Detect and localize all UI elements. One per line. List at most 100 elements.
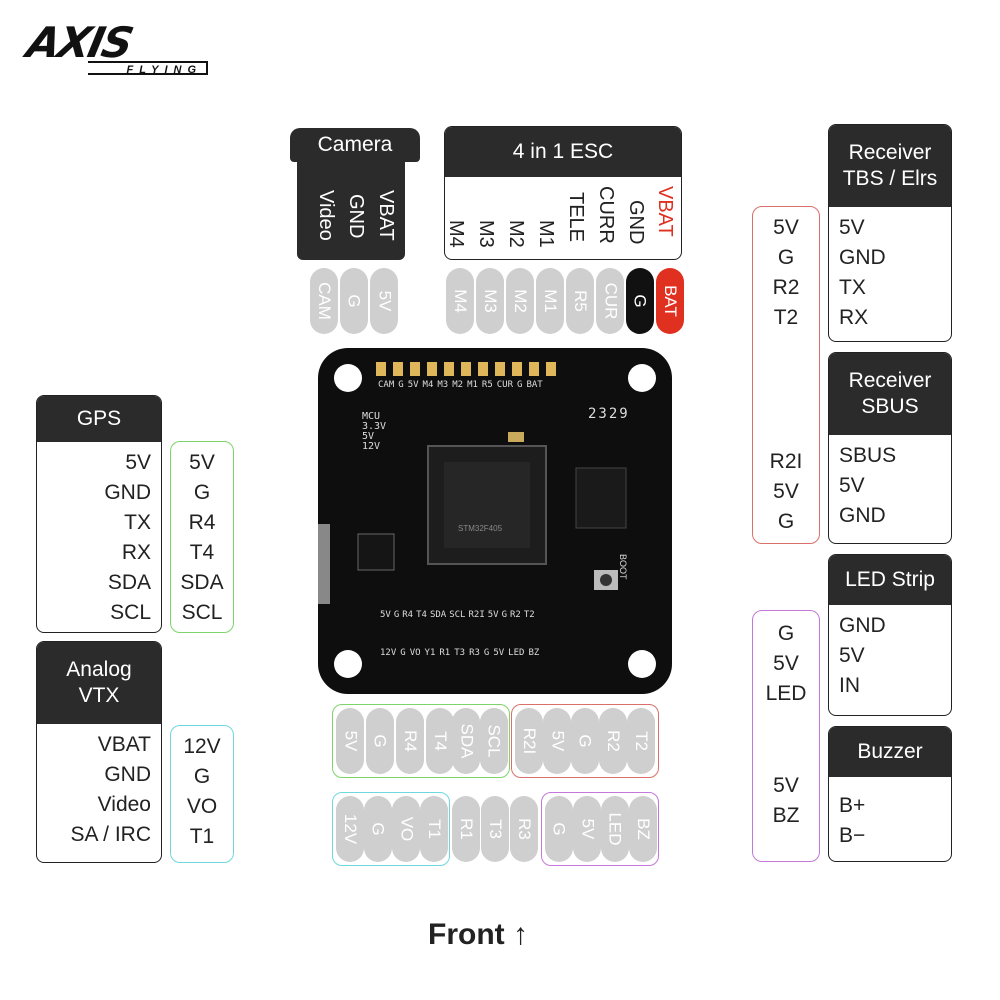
bottom-pin-r4: R4 (396, 708, 424, 774)
board-top-pads (376, 362, 626, 376)
bottom-pin-5v: 5V (336, 708, 364, 774)
bottom-pin-12v: 12V (336, 796, 364, 862)
bottom-frame-purple (541, 792, 659, 866)
bottom-pin-t3: T3 (481, 796, 509, 862)
board-top-pad (512, 362, 522, 376)
board-top-pad (529, 362, 539, 376)
bottom-pin-scl: SCL (480, 708, 508, 774)
bottom-pin-sda: SDA (452, 708, 480, 774)
esc-label-m3: M3 (475, 220, 497, 248)
esc-pin-m2: M2 (506, 268, 534, 334)
bottom-pin-led: LED (601, 796, 629, 862)
gps-labels: 5V GND TX RX SDA SCL (37, 442, 161, 632)
buzzer-labels: B+ B− (829, 777, 951, 857)
esc-label-m2: M2 (505, 220, 527, 248)
esc-pin-m4: M4 (446, 268, 474, 334)
bottom-pin-t4: T4 (426, 708, 454, 774)
gps-box: GPS 5V GND TX RX SDA SCL (36, 395, 162, 633)
esc-header: 4 in 1 ESC (445, 127, 681, 177)
esc-pin-g: G (626, 268, 654, 334)
led-pad-5v: 5V (773, 652, 799, 675)
bottom-pin-r2: R2 (599, 708, 627, 774)
buzzer-header: Buzzer (829, 727, 951, 777)
bottom-pin-bz: BZ (629, 796, 657, 862)
camera-label-gnd: GND (345, 194, 367, 239)
rx-pad-g: G (777, 246, 795, 269)
bottom-pin-r3: R3 (510, 796, 538, 862)
board-top-pad (546, 362, 556, 376)
rx-pad-frame: 5V G R2 T2 R2I 5V G (752, 206, 820, 544)
esc-label-curr: CURR (595, 186, 617, 244)
bottom-frame-green (332, 704, 510, 778)
vtx-pad-vo: VO (186, 795, 218, 818)
buzzer-label-bminus: B− (839, 824, 866, 847)
rx-pad-r2i: R2I (769, 450, 803, 473)
bottom-pin-led-g: G (545, 796, 573, 862)
camera-label-video: Video (315, 190, 337, 241)
rx-sbus-labels: SBUS 5V GND (829, 435, 951, 537)
gps-pad-frame: 5V G R4 T4 SDA SCL (170, 441, 234, 633)
gps-pad-g: G (193, 481, 211, 504)
gps-header: GPS (37, 396, 161, 442)
board-top-pad (393, 362, 403, 376)
rx-pad-sbus-g: G (777, 510, 795, 533)
gps-pad-scl: SCL (181, 601, 223, 624)
esc-label-m1: M1 (535, 220, 557, 248)
camera-label-vbat: VBAT (375, 190, 397, 241)
led-pad-led: LED (765, 682, 807, 705)
buzzer-box: Buzzer B+ B− (828, 726, 952, 862)
gps-label-tx: TX (124, 511, 151, 534)
led-label-in: IN (839, 674, 860, 697)
camera-pin-5v: 5V (370, 268, 398, 334)
board-top-pad (410, 362, 420, 376)
camera-header: Camera (290, 128, 420, 162)
rx-pad-sbus-5v: 5V (773, 480, 799, 503)
camera-header-label: Camera (317, 133, 393, 156)
brand-name: AXIS (22, 18, 136, 67)
board-chip-label: STM32F405 (458, 524, 503, 533)
gps-pad-sda: SDA (180, 571, 224, 594)
gps-label-gnd: GND (104, 481, 151, 504)
board-top-pad (427, 362, 437, 376)
buzzer-label-bplus: B+ (839, 794, 866, 817)
board-top-pad (461, 362, 471, 376)
rx-tbs-labels: 5V GND TX RX (829, 207, 951, 339)
led-box: LED Strip GND 5V IN (828, 554, 952, 716)
gps-label-5v: 5V (125, 451, 151, 474)
esc-pin-m3: M3 (476, 268, 504, 334)
camera-pin-g: G (340, 268, 368, 334)
esc-label-gnd: GND (625, 200, 647, 245)
front-label: Front ↑ (428, 918, 528, 951)
vtx-pad-t1: T1 (189, 825, 215, 848)
gps-label-scl: SCL (110, 601, 151, 624)
brand-logo: AXIS FLYING (23, 18, 208, 78)
gps-pad-5v: 5V (189, 451, 215, 474)
buzzer-pad-bz: BZ (772, 804, 800, 827)
vtx-label-vbat: VBAT (97, 733, 151, 756)
bottom-pin-g: G (366, 708, 394, 774)
esc-box: 4 in 1 ESC (444, 126, 682, 260)
brand-sub: FLYING (88, 61, 208, 76)
buzzer-pad-5v: 5V (773, 774, 799, 797)
esc-label-m4: M4 (445, 220, 467, 248)
rx-tbs-label-tx: TX (839, 276, 866, 299)
board-top-pad (495, 362, 505, 376)
bottom-pin-led-5v: 5V (573, 796, 601, 862)
esc-pin-cur: CUR (596, 268, 624, 334)
bottom-pin-vtx-g: G (364, 796, 392, 862)
led-labels: GND 5V IN (829, 605, 951, 707)
board-top-pad (478, 362, 488, 376)
vtx-label-gnd: GND (104, 763, 151, 786)
rx-pad-r2: R2 (772, 276, 800, 299)
bottom-pin-rx-g: G (571, 708, 599, 774)
bottom-pin-r2i: R2I (515, 708, 543, 774)
